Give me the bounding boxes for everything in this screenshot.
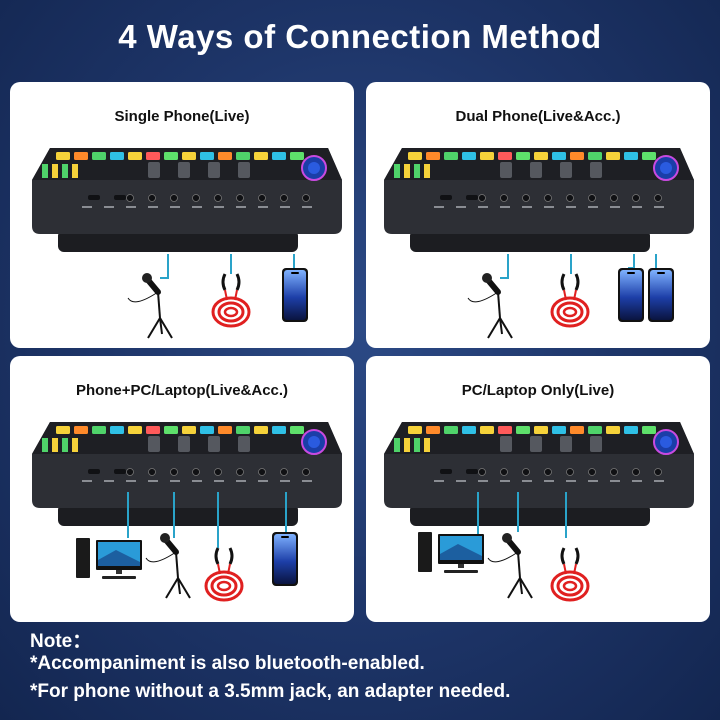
sound-card-device	[32, 148, 342, 252]
note-adapter: *For phone without a 3.5mm jack, an adap…	[30, 681, 511, 702]
page-title: 4 Ways of Connection Method	[118, 18, 602, 55]
desktop-pc-icon	[418, 532, 484, 573]
connection-scene	[32, 148, 342, 339]
earphones-icon	[550, 273, 590, 328]
panel-title: Single Phone(Live)	[114, 108, 250, 125]
panel-dual-phone: Dual Phone(Live&Acc.)	[366, 82, 710, 348]
panel-title: Phone+PC/Laptop(Live&Acc.)	[75, 382, 289, 399]
connection-cables	[160, 254, 295, 279]
connection-cables	[127, 492, 287, 548]
connection-scene	[384, 148, 694, 339]
connection-cables	[477, 492, 567, 538]
panel-title: Dual Phone(Live&Acc.)	[455, 108, 621, 125]
panel-phone-pc: Phone+PC/Laptop(Live&Acc.)	[10, 356, 354, 622]
panel-single-phone: Single Phone(Live)	[10, 82, 354, 348]
note-bluetooth: *Accompaniment is also bluetooth-enabled…	[30, 653, 425, 674]
smartphone-icon	[618, 268, 644, 322]
smartphone-icon	[648, 268, 674, 322]
earphones-icon	[204, 547, 244, 602]
smartphone-icon	[272, 532, 298, 586]
panel-title: PC/Laptop Only(Live)	[461, 382, 615, 399]
microphone-icon	[145, 533, 191, 599]
sound-card-device	[384, 422, 694, 526]
earphones-icon	[550, 547, 590, 602]
earphones-icon	[211, 273, 251, 328]
connection-scene	[32, 422, 342, 602]
panel-pc-only: PC/Laptop Only(Live)	[366, 356, 710, 622]
sound-card-device	[384, 148, 694, 252]
connection-scene	[384, 422, 694, 602]
note-heading: Note：	[30, 631, 92, 652]
desktop-pc-icon	[76, 538, 142, 579]
microphone-icon	[487, 533, 533, 599]
microphone-icon	[467, 273, 513, 339]
sound-card-device	[32, 422, 342, 526]
smartphone-icon	[282, 268, 308, 322]
microphone-icon	[127, 273, 173, 339]
